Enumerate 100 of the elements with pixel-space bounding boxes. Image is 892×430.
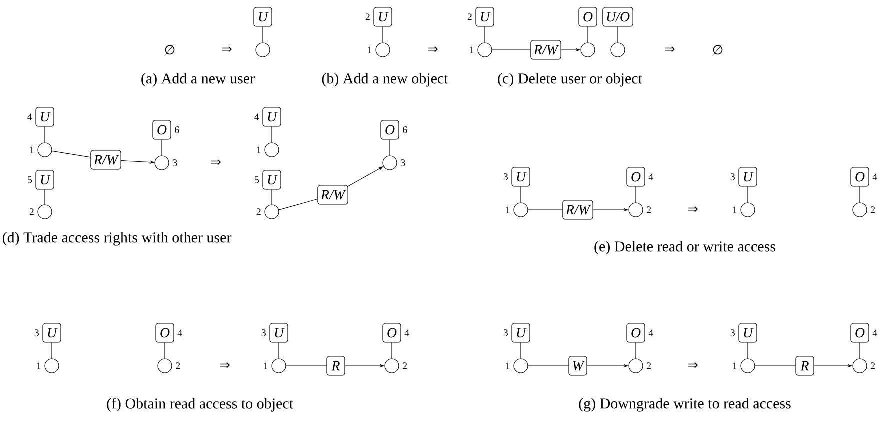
node-number: 3 — [34, 330, 40, 336]
label-box: O — [382, 323, 402, 343]
math-symbol: ⇒ — [220, 362, 230, 368]
node-number: 4 — [648, 174, 654, 180]
label-box: U — [738, 167, 758, 187]
label-box: U — [36, 170, 54, 190]
label-box: O — [152, 120, 172, 140]
subfigure-caption: (f) Obtain read access to object — [107, 398, 294, 412]
label-box: R — [326, 356, 346, 376]
label-box: O — [578, 7, 598, 27]
connector — [484, 26, 486, 43]
circle-node — [740, 358, 756, 374]
label-box: U — [374, 7, 392, 27]
node-number: 4 — [872, 174, 878, 180]
node-number: 2 — [366, 14, 370, 20]
node-number: 2 — [871, 206, 876, 214]
node-number: 4 — [178, 330, 182, 336]
node-number: 1 — [506, 206, 510, 214]
subfigure-caption: (b) Add a new object — [322, 73, 448, 87]
math-symbol: ⇒ — [222, 46, 232, 52]
circle-node — [852, 202, 868, 218]
connector — [164, 342, 166, 359]
label-box: U — [738, 323, 758, 343]
node-number: 2 — [30, 208, 34, 216]
label-box: U — [42, 323, 62, 343]
math-symbol: ⇒ — [688, 362, 698, 368]
node-number: 4 — [254, 114, 260, 120]
circle-node — [580, 42, 596, 58]
node-number: 2 — [403, 362, 408, 370]
connector — [520, 186, 522, 203]
node-number: 5 — [28, 176, 32, 184]
circle-node — [264, 204, 280, 220]
node-number: 3 — [730, 174, 735, 180]
label-box: U — [512, 323, 530, 343]
label-box: U — [36, 107, 54, 127]
node-number: 3 — [401, 160, 406, 166]
label-box: O — [850, 167, 870, 187]
label-box: R/W — [318, 185, 348, 205]
node-number: 4 — [648, 330, 654, 336]
subfigure-caption: (d) Trade access rights with other user — [2, 232, 232, 246]
math-symbol: ∅ — [165, 45, 175, 55]
label-box: O — [626, 167, 646, 187]
circle-node — [514, 358, 528, 374]
node-number: 1 — [733, 362, 737, 370]
label-box: U — [476, 7, 494, 27]
node-number: 3 — [504, 174, 508, 180]
circle-node — [256, 42, 270, 58]
math-symbol: ∅ — [713, 45, 723, 55]
label-box: U — [262, 170, 282, 190]
label-box: O — [850, 323, 870, 343]
node-number: 1 — [30, 146, 34, 154]
circle-node — [382, 156, 398, 170]
node-number: 4 — [404, 330, 410, 336]
circle-node — [628, 358, 644, 374]
circle-node — [376, 42, 390, 58]
connector — [520, 342, 522, 359]
node-number: 2 — [256, 208, 261, 216]
node-number: 2 — [871, 362, 876, 370]
circle-node — [384, 358, 400, 374]
label-box: O — [626, 323, 646, 343]
label-box: U — [270, 323, 288, 343]
label-box: U — [262, 107, 282, 127]
label-box: R/W — [90, 150, 122, 170]
connector — [44, 190, 46, 205]
node-number: 4 — [872, 330, 878, 336]
label-box: W — [568, 356, 588, 376]
label-box: R/W — [562, 200, 594, 220]
circle-node — [44, 358, 60, 374]
node-number: 2 — [647, 206, 652, 214]
connector — [262, 26, 264, 43]
subfigure-caption: (g) Downgrade write to read access — [579, 398, 791, 412]
circle-node — [38, 204, 52, 220]
label-box: R/W — [530, 40, 562, 60]
circle-node — [272, 358, 286, 374]
connector — [44, 126, 46, 143]
label-box: R — [796, 356, 814, 376]
connector — [278, 198, 318, 210]
node-number: 2 — [647, 362, 652, 370]
circle-node — [740, 202, 756, 218]
subfigure-caption: (c) Delete user or object — [498, 73, 642, 87]
node-number: 1 — [470, 46, 474, 54]
subfigure-caption: (a) Add a new user — [142, 73, 255, 87]
math-symbol: ⇒ — [428, 46, 438, 52]
connector — [382, 26, 384, 43]
node-number: 1 — [368, 46, 372, 54]
label-box: U — [512, 167, 530, 187]
node-number: 2 — [468, 14, 472, 20]
circle-node — [154, 156, 170, 170]
node-number: 1 — [37, 362, 41, 370]
node-number: 6 — [403, 126, 408, 134]
math-symbol: ⇒ — [688, 206, 698, 212]
label-box: O — [380, 120, 400, 140]
node-number: 3 — [504, 330, 508, 336]
node-number: 6 — [175, 126, 180, 134]
node-number: 1 — [733, 206, 737, 214]
circle-node — [852, 358, 868, 374]
circle-node — [478, 42, 492, 58]
node-number: 4 — [28, 114, 32, 120]
math-symbol: ⇒ — [665, 46, 675, 52]
connector — [278, 342, 280, 359]
